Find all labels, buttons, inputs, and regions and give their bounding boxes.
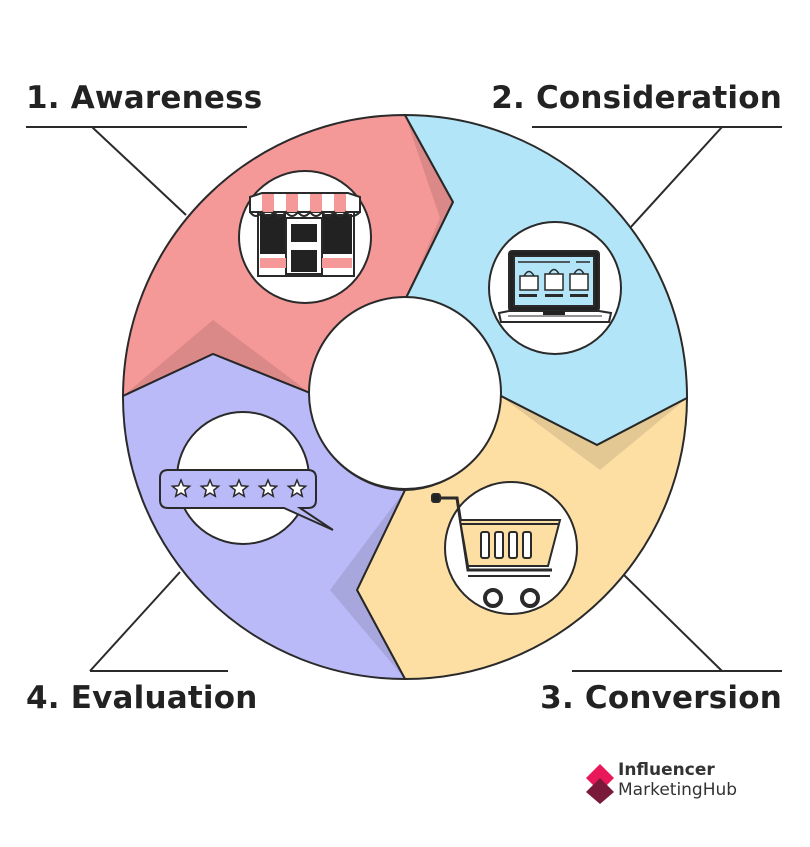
evaluation-label: 4. Evaluation bbox=[26, 680, 258, 716]
shadow-2 bbox=[499, 395, 687, 470]
star-icon bbox=[199, 478, 221, 498]
consideration-leader bbox=[629, 126, 723, 229]
leader-lines bbox=[26, 126, 782, 672]
brand-mark-icon bbox=[586, 764, 614, 804]
storefront-icon bbox=[249, 192, 361, 277]
star-icon bbox=[286, 478, 308, 498]
conversion-leader bbox=[623, 574, 723, 672]
shadow-4 bbox=[123, 320, 310, 396]
consideration-label: 2. Consideration bbox=[491, 80, 782, 116]
star-icon bbox=[257, 478, 279, 498]
evaluation-leader bbox=[89, 571, 181, 672]
brand-name-line1: Influencer bbox=[618, 760, 715, 780]
arrow-shadows bbox=[123, 115, 687, 679]
star-rating-icon bbox=[159, 469, 334, 531]
conversion-label: 3. Conversion bbox=[540, 680, 782, 716]
star-icon bbox=[228, 478, 250, 498]
center-circle bbox=[308, 296, 502, 490]
star-icon bbox=[170, 478, 192, 498]
awareness-leader bbox=[91, 126, 187, 216]
shadow-3 bbox=[330, 490, 405, 679]
awareness-label: 1. Awareness bbox=[26, 80, 263, 116]
laptop-shop-icon bbox=[497, 250, 613, 323]
brand-name-line2: MarketingHub bbox=[618, 780, 738, 800]
brand-logo: Influencer MarketingHub bbox=[586, 760, 776, 804]
shadow-1 bbox=[405, 115, 453, 300]
shopping-cart-icon bbox=[431, 493, 562, 608]
